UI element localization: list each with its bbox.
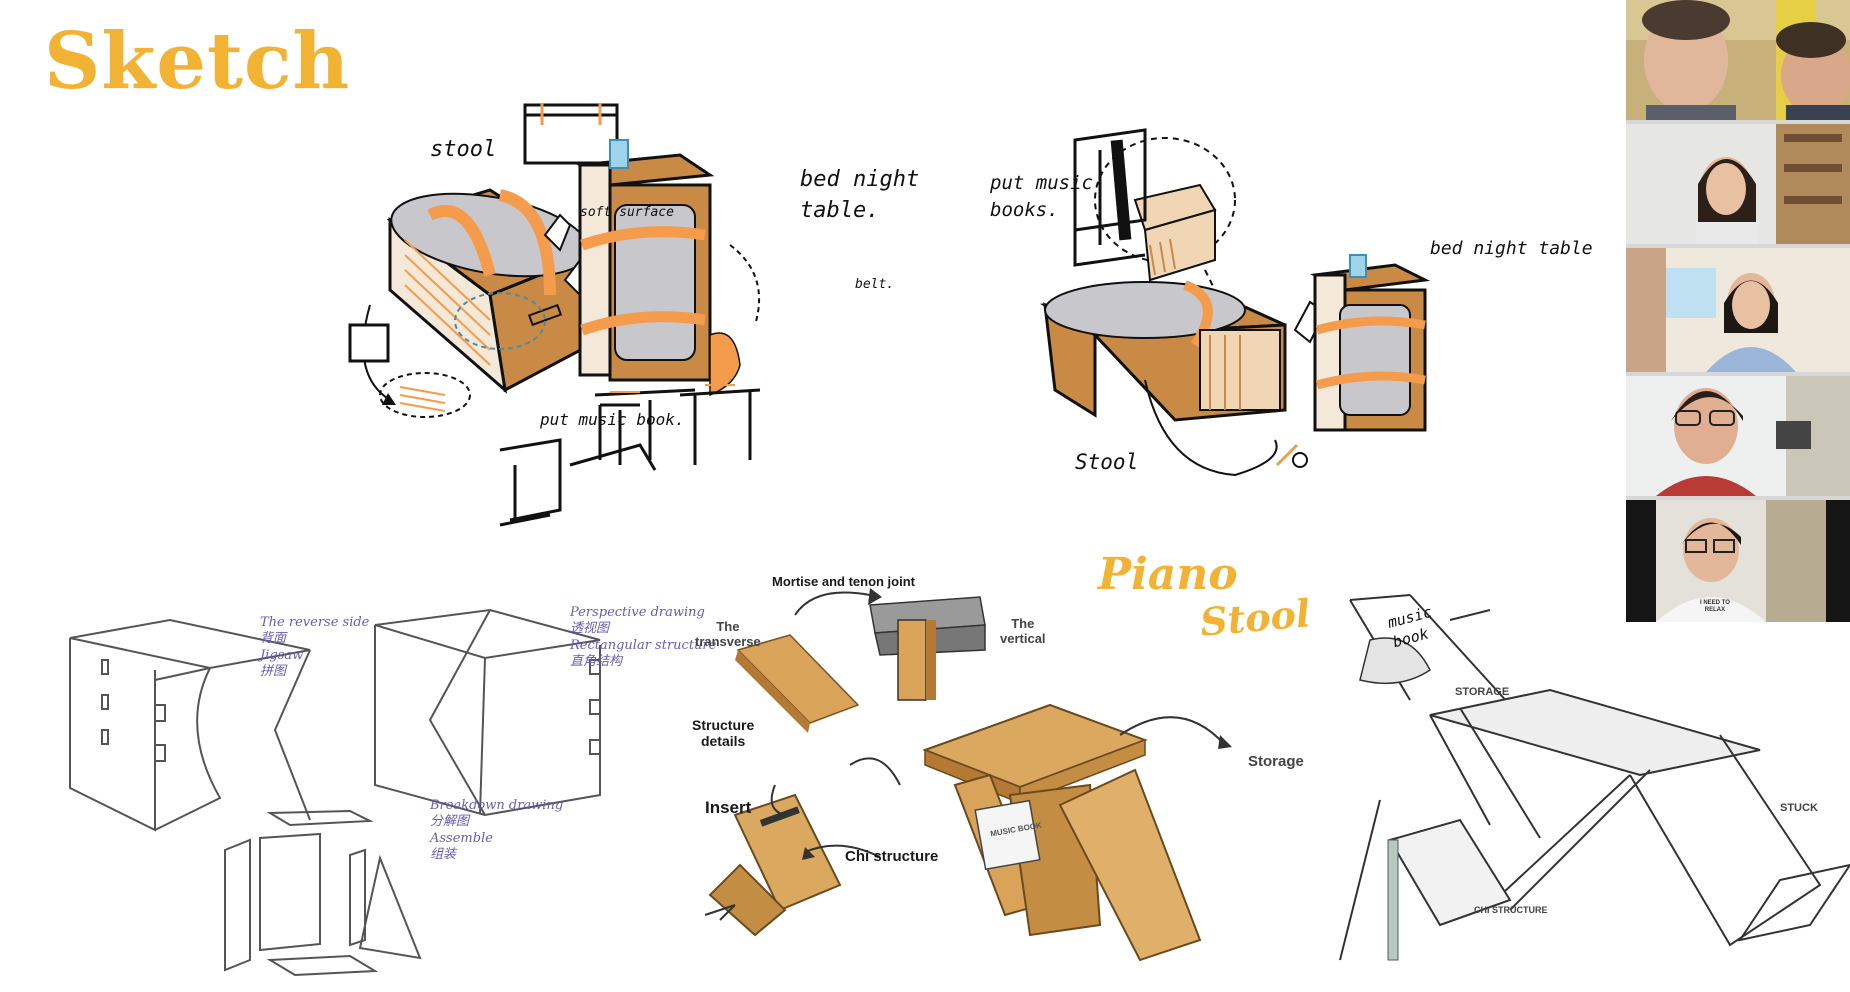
note-reverse-side: The reverse side 背面 Jigsaw 拼图 — [260, 615, 370, 679]
insert-label: Insert — [705, 798, 752, 817]
chi-structure-label: Chi structure — [845, 848, 939, 865]
participant-3-video — [1626, 248, 1850, 372]
stuck-label: STUCK — [1780, 802, 1818, 814]
storage-label: Storage — [1248, 753, 1304, 770]
vertical-label: The vertical — [1000, 616, 1046, 646]
participant-1-video — [1626, 0, 1850, 120]
bed-night-table-label: bed night table. — [800, 167, 920, 223]
stool-label-right: Stool — [1075, 450, 1139, 474]
grayscale-stool-render — [1339, 594, 1850, 961]
video-tile-2[interactable] — [1626, 124, 1850, 244]
put-music-books-label: put music books. — [990, 172, 1093, 221]
top-right-sketch: put music books. bed night table Stool — [985, 128, 1625, 500]
participant-2-video — [1626, 124, 1850, 244]
mortise-label: Mortise and tenon joint — [772, 574, 915, 589]
participant-5-video — [1626, 500, 1850, 622]
stool-nightstand-illustration — [348, 103, 761, 527]
chi-structure-caps-label: CHI STRUCTURE — [1474, 905, 1548, 915]
note-breakdown: Breakdown drawing 分解图 Assemble 组装 — [430, 798, 564, 862]
bed-night-table-label-right: bed night table — [1430, 238, 1593, 259]
stool-label: stool — [430, 137, 497, 162]
top-left-sketch: stool soft surface bed night table. belt… — [348, 95, 930, 535]
bottom-left-sketch: The reverse side 背面 Jigsaw 拼图 Perspectiv… — [60, 600, 716, 977]
video-tile-4[interactable] — [1626, 376, 1850, 496]
belt-label: belt. — [855, 277, 895, 292]
puzzle-stool-linework — [69, 608, 601, 977]
soft-surface-label: soft surface — [580, 205, 674, 220]
bottom-mid-sketch: Mortise and tenon joint The transverse T… — [680, 549, 1320, 975]
put-music-book-label: put music book. — [540, 410, 685, 429]
video-tile-1[interactable] — [1626, 0, 1850, 120]
video-tile-5[interactable]: I NEED TO RELAX — [1626, 500, 1850, 622]
stool-word: Stool — [1198, 590, 1312, 645]
structure-details-label: Structure details — [692, 717, 755, 750]
piano-word: Piano — [1098, 549, 1238, 600]
shirt-text: I NEED TO RELAX — [1700, 600, 1730, 613]
participant-4-video — [1626, 376, 1850, 496]
slide-title: Sketch — [44, 16, 351, 107]
bottom-right-sketch: music book STORAGE STUCK CHI STRUCTURE — [1330, 580, 1850, 980]
storage-caps-label: STORAGE — [1455, 686, 1510, 698]
video-participant-strip: I NEED TO RELAX — [1626, 0, 1850, 622]
note-perspective: Perspective drawing 透视图 Rectangular stru… — [570, 605, 717, 669]
transverse-label: The transverse — [695, 619, 761, 649]
bench-nightstand-illustration — [1039, 128, 1431, 477]
chi-structure-stool-illustration — [704, 588, 1232, 962]
video-tile-3[interactable] — [1626, 248, 1850, 372]
